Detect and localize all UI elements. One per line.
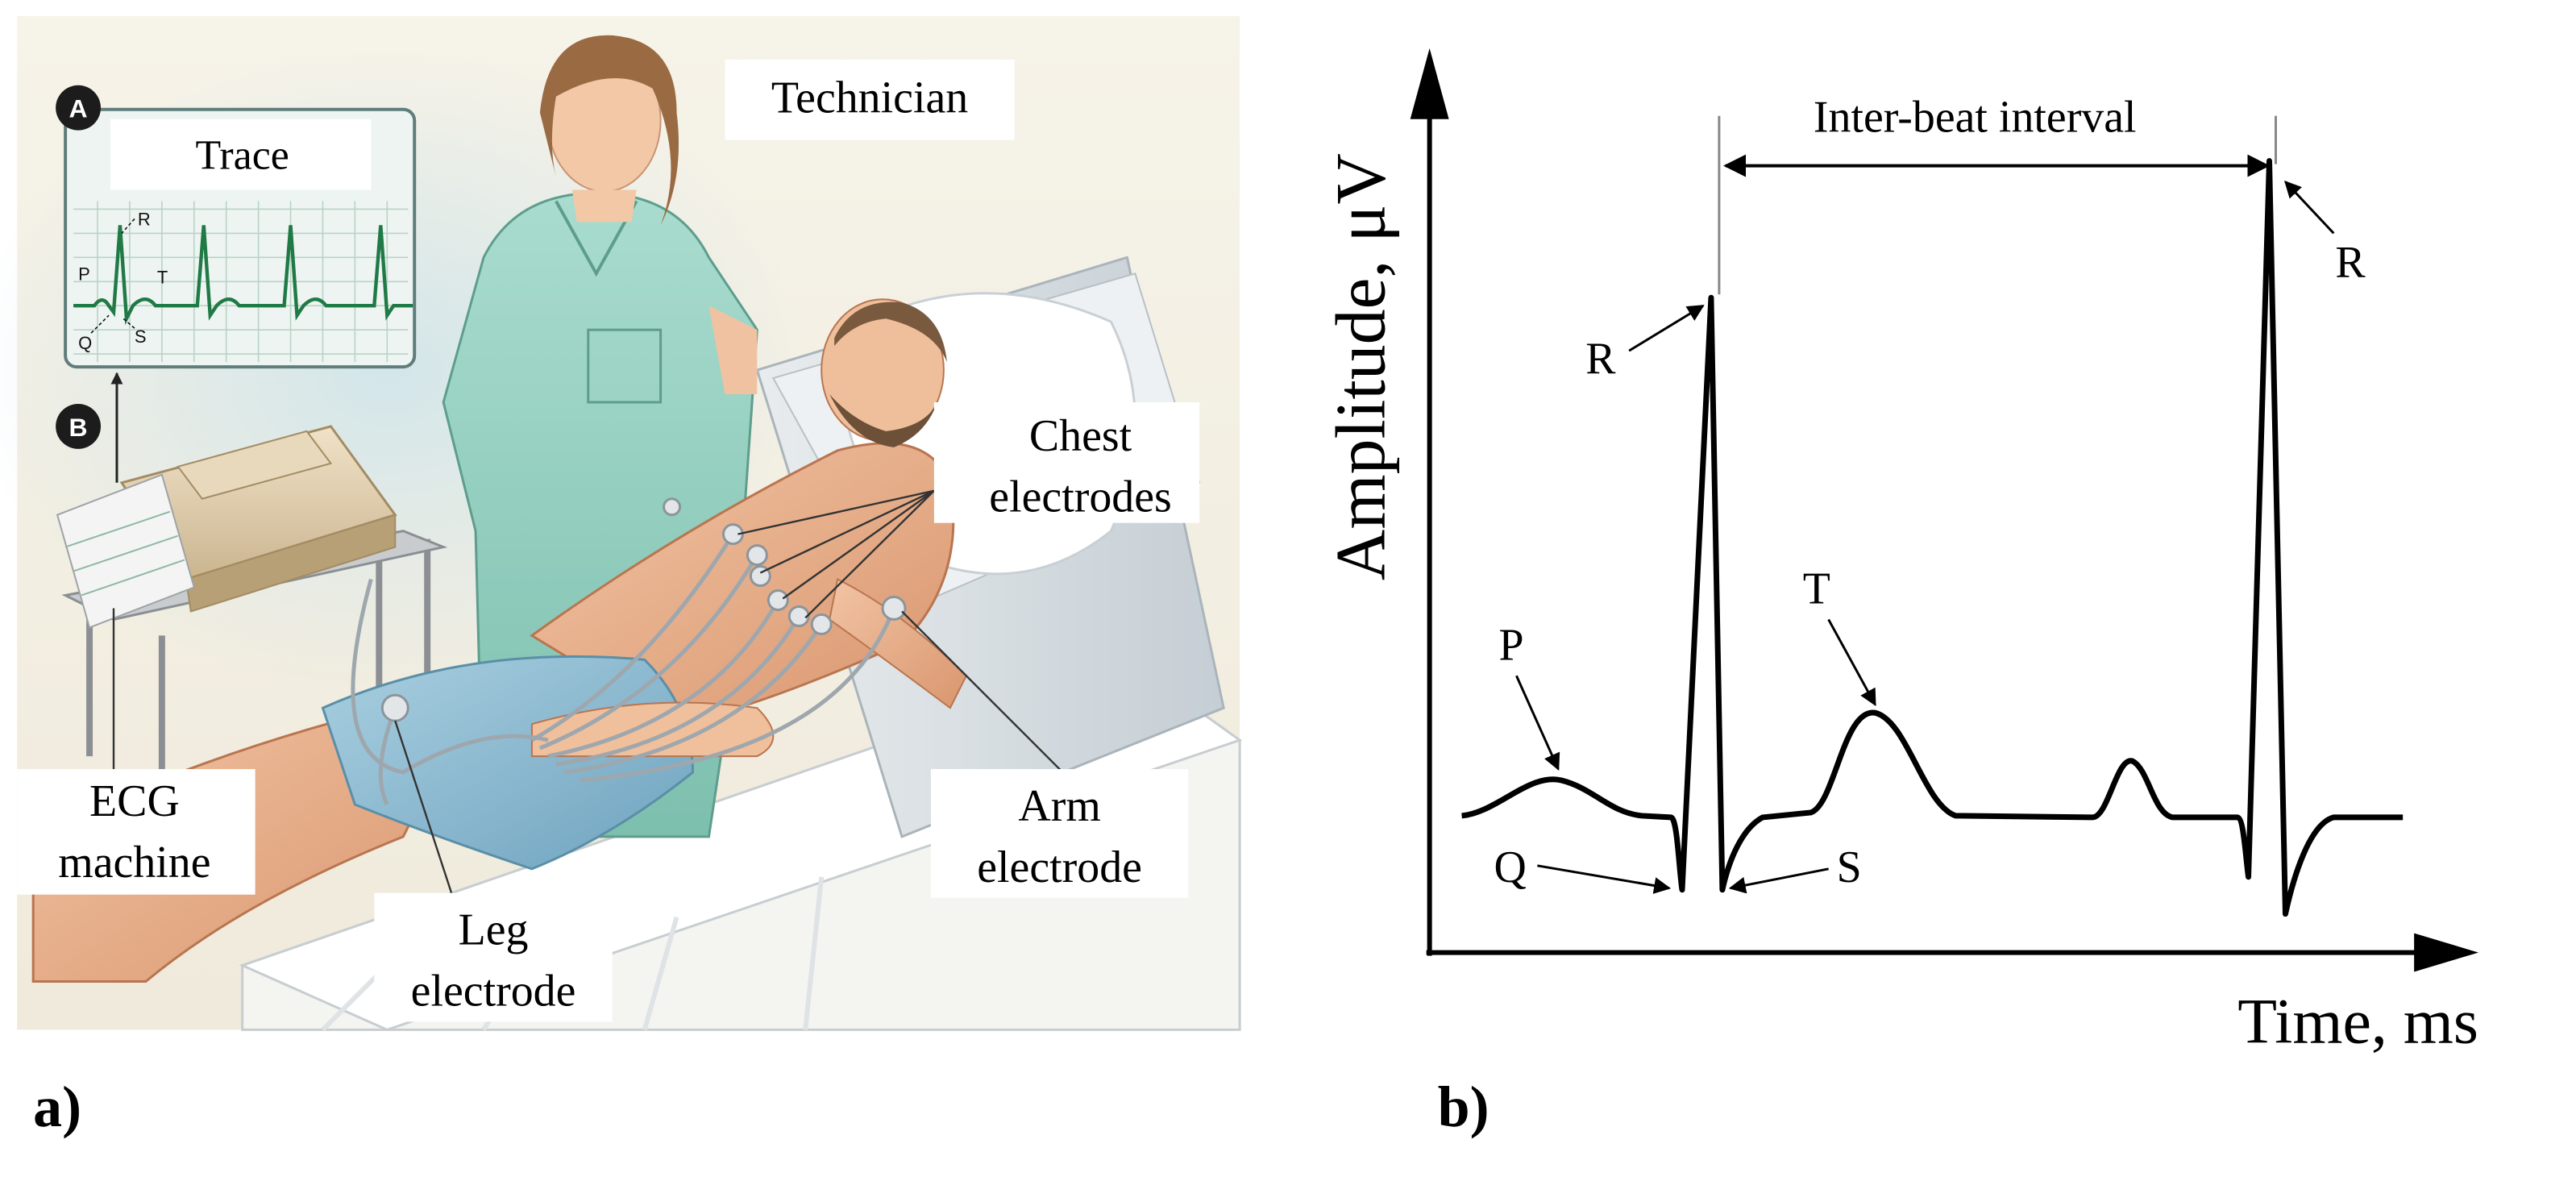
badge-b: B	[56, 403, 102, 449]
badge-a: A	[56, 85, 102, 131]
inter-beat-interval-label: Inter-beat interval	[1814, 93, 2137, 143]
callout-chest-line1: Chest	[1029, 411, 1132, 461]
x-axis-arrowhead	[2414, 933, 2478, 972]
chest-electrode	[746, 544, 768, 567]
callout-ecg-line2: machine	[58, 838, 210, 888]
trace-label-q: Q	[78, 333, 92, 353]
callout-chest-electrodes: Chest electrodes	[933, 401, 1200, 523]
trace-label-t: T	[157, 267, 168, 287]
wave-arrow-r1	[1628, 304, 1705, 352]
trace-label-s: S	[135, 326, 147, 347]
wave-arrow-s	[1728, 867, 1829, 894]
wave-label-p: P	[1498, 620, 1523, 670]
trace-waveform	[73, 225, 413, 326]
wave-label-r2: R	[2335, 237, 2366, 287]
wave-arrow-q	[1537, 864, 1672, 894]
callout-arm-line2: electrode	[977, 842, 1142, 892]
callout-ecg-machine: ECG machine	[17, 769, 256, 895]
arm-electrode	[881, 595, 907, 621]
ecg-machine	[56, 425, 448, 773]
panel-b-label: b)	[1438, 1075, 1490, 1139]
chest-electrode	[721, 523, 744, 546]
callout-arm-line1: Arm	[1018, 781, 1100, 831]
electrode-wires	[351, 533, 896, 806]
badge-a-label: A	[69, 94, 88, 123]
trace-box: Trace P R T Q S	[64, 107, 417, 369]
wave-arrow-r2	[2284, 181, 2335, 235]
panel-a-label: a)	[33, 1075, 81, 1139]
chest-electrode	[767, 589, 789, 611]
panel-a-illustration: Trace P R T Q S	[0, 15, 1243, 1032]
y-axis-label: Amplitude, μV	[1322, 153, 1400, 580]
callout-ecg-line1: ECG	[89, 776, 180, 826]
callout-leg-electrode: Leg electrode	[374, 892, 613, 1022]
leg-electrode	[380, 693, 409, 722]
x-axis-label: Time, ms	[2237, 986, 2478, 1057]
callout-technician-text: Technician	[771, 73, 968, 123]
wave-label-q: Q	[1494, 842, 1526, 892]
callout-arm-electrode: Arm electrode	[930, 769, 1189, 898]
electrodes	[380, 497, 907, 722]
wave-arrow-p	[1515, 675, 1560, 771]
callout-technician: Technician	[725, 59, 1015, 140]
callout-leader-lines	[112, 489, 1064, 894]
trace-label-p: P	[78, 264, 90, 284]
panel-b-diagram: Amplitude, μV Time, ms Inter-beat interv…	[1322, 48, 2478, 1057]
torso-electrode	[663, 497, 682, 517]
wave-label-r1: R	[1585, 334, 1616, 384]
wave-arrow-t	[1827, 618, 1876, 707]
callout-leg-line2: electrode	[411, 966, 576, 1016]
wave-label-s: S	[1837, 842, 1862, 892]
trace-label-s-leader	[123, 318, 135, 329]
trace-label-q-leader	[90, 314, 110, 334]
badge-b-label: B	[69, 413, 88, 442]
y-axis-arrowhead	[1410, 48, 1449, 119]
ecg-waveform	[1461, 158, 2404, 917]
callout-leg-line1: Leg	[459, 905, 529, 955]
trace-title: Trace	[196, 133, 289, 179]
callout-chest-line2: electrodes	[989, 472, 1171, 522]
wave-label-t: T	[1803, 563, 1830, 613]
trace-label-r: R	[138, 209, 151, 229]
chest-electrode	[787, 605, 810, 627]
chest-electrode	[810, 613, 833, 635]
